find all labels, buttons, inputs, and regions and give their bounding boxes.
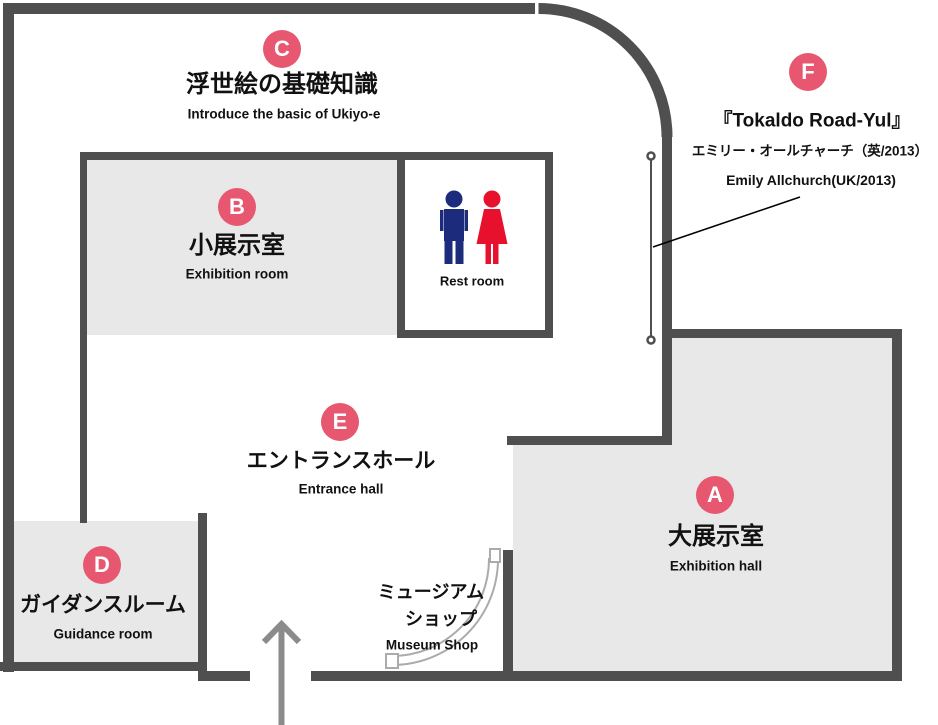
- marker-a: A: [696, 476, 734, 514]
- marker-f: F: [789, 53, 827, 91]
- rest-room-label: Rest room: [439, 273, 505, 289]
- entrance-arrow: [261, 619, 302, 725]
- room-c-label-jp: 浮世絵の基礎知識: [186, 71, 378, 98]
- artwork-title: 『Tokaldo Road-Yul』: [713, 110, 911, 132]
- artwork-callout-line: [652, 196, 801, 248]
- room-d-bottom-wall: [0, 662, 207, 671]
- inner-wall-left: [80, 152, 87, 523]
- bottom-wall-left: [198, 671, 250, 681]
- outer-wall-top: [3, 3, 535, 14]
- outer-wall-left: [3, 3, 14, 672]
- room-a-label-en: Exhibition hall: [669, 558, 763, 574]
- room-d-label-en: Guidance room: [53, 626, 153, 642]
- marker-b: B: [218, 188, 256, 226]
- artwork-location-line: [646, 151, 656, 345]
- room-a-label-jp: 大展示室: [668, 523, 764, 550]
- marker-c: C: [263, 30, 301, 68]
- rest-room-box: [397, 152, 553, 338]
- entrance-hall-label-jp: エントランスホール: [246, 449, 436, 473]
- room-a-top-wall: [662, 329, 902, 338]
- room-c-label-en: Introduce the basic of Ukiyo-e: [187, 106, 381, 122]
- room-a-notch-wall: [507, 436, 672, 445]
- room-b-label-jp: 小展示室: [189, 232, 285, 259]
- museum-shop-label-jp2: ショップ: [405, 609, 477, 629]
- museum-shop-label-en: Museum Shop: [385, 637, 479, 653]
- artwork-artist-en: Emily Allchurch(UK/2013): [726, 172, 896, 188]
- marker-d: D: [83, 546, 121, 584]
- entrance-hall-label-en: Entrance hall: [298, 481, 384, 497]
- male-icon: [440, 190, 468, 264]
- walls: [0, 3, 902, 681]
- room-b-top-wall: [80, 152, 553, 160]
- outer-wall-curve: [538, 3, 673, 138]
- room-d-floor: [14, 521, 198, 662]
- room-b-label-en: Exhibition room: [185, 266, 289, 282]
- marker-e: E: [321, 403, 359, 441]
- artwork-artist-jp: エミリー・オールチャーチ（英/2013）: [691, 143, 929, 159]
- room-d-label-jp: ガイダンスルーム: [19, 593, 187, 617]
- female-icon: [476, 190, 508, 264]
- outer-wall-right: [892, 329, 902, 681]
- museum-shop-label-jp1: ミュージアム: [377, 582, 485, 602]
- bottom-wall-right: [311, 671, 902, 681]
- shop-door-arc: [385, 548, 501, 669]
- room-a-left-wall: [503, 550, 513, 681]
- room-d-right-wall: [198, 513, 207, 680]
- outer-wall-right-upper: [662, 133, 672, 445]
